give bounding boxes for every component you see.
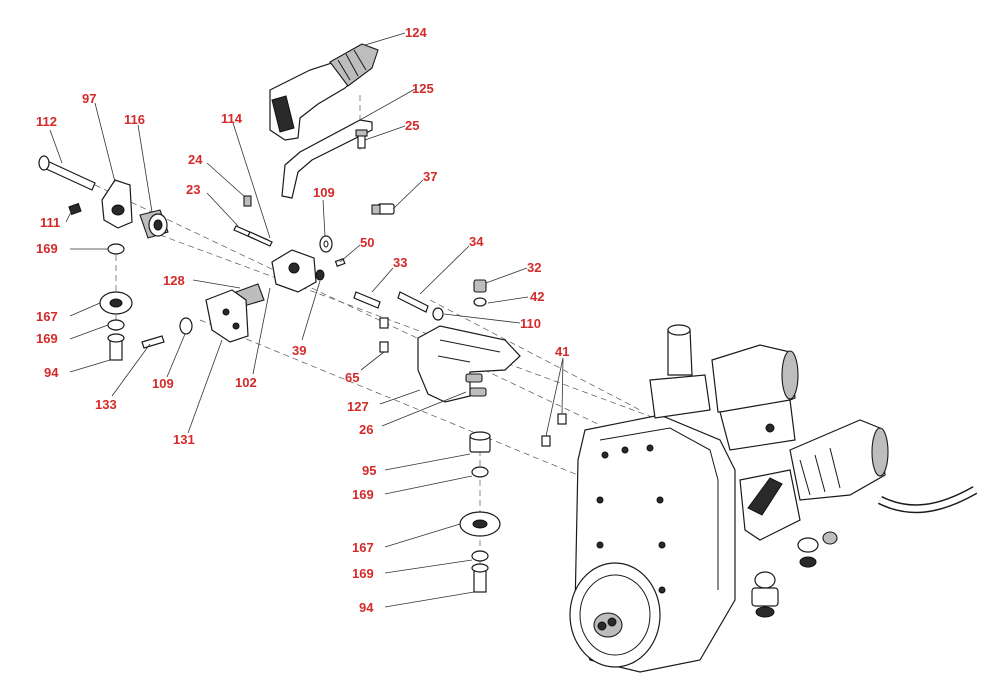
bolt-34-part xyxy=(397,291,429,313)
main-assembly xyxy=(569,324,978,673)
pin-50-part xyxy=(334,257,346,267)
handle-grip-part xyxy=(269,43,379,141)
bolt-37-part xyxy=(371,203,395,215)
callout-97: 97 xyxy=(82,91,96,106)
washer-42-part xyxy=(473,297,487,307)
callout-167-a: 167 xyxy=(36,309,58,324)
pin-112-part xyxy=(38,155,96,191)
callout-125: 125 xyxy=(412,81,434,96)
callout-109-lower: 109 xyxy=(152,376,174,391)
callout-127: 127 xyxy=(347,399,369,414)
assembly-axes xyxy=(94,95,661,590)
pins-41-part xyxy=(541,413,567,447)
washer-109-lower-part xyxy=(179,317,193,335)
callout-111: 111 xyxy=(40,215,60,230)
callout-169-d: 169 xyxy=(352,566,374,581)
leader-lines xyxy=(49,32,564,608)
callout-33: 33 xyxy=(393,255,407,270)
callout-133: 133 xyxy=(95,397,117,412)
bolt-33-part xyxy=(353,291,381,309)
washer-109-upper-part xyxy=(319,235,333,253)
bracket-131-part xyxy=(205,289,249,343)
callout-34: 34 xyxy=(469,234,484,249)
block-97-part xyxy=(101,179,133,229)
callout-42: 42 xyxy=(530,289,544,304)
callout-32: 32 xyxy=(527,260,541,275)
callout-26: 26 xyxy=(359,422,373,437)
pins-65-part xyxy=(379,317,389,353)
callout-labels: 124 125 25 97 112 116 114 24 23 109 37 1… xyxy=(36,25,569,615)
mount-plate-127-part xyxy=(417,325,521,403)
callout-169-c: 169 xyxy=(352,487,374,502)
callout-50: 50 xyxy=(360,235,374,250)
callout-169-b: 169 xyxy=(36,331,58,346)
callout-39: 39 xyxy=(292,343,306,358)
callout-128: 128 xyxy=(163,273,185,288)
washer-110-part xyxy=(432,307,444,321)
callout-116: 116 xyxy=(124,112,145,127)
callout-114: 114 xyxy=(221,111,243,126)
callout-95: 95 xyxy=(362,463,376,478)
callout-65: 65 xyxy=(345,370,359,385)
callout-124: 124 xyxy=(405,25,427,40)
callout-94-a: 94 xyxy=(44,365,59,380)
screw-25-part xyxy=(355,129,368,149)
callout-24: 24 xyxy=(188,152,203,167)
callout-169-a: 169 xyxy=(36,241,58,256)
callout-131: 131 xyxy=(173,432,195,447)
callout-23: 23 xyxy=(186,182,200,197)
set-screw-111-part xyxy=(68,202,82,216)
callout-94-b: 94 xyxy=(359,600,374,615)
body-102-part xyxy=(271,249,317,293)
callout-37: 37 xyxy=(423,169,437,184)
screw-24-part xyxy=(243,195,252,207)
roller-stack-left xyxy=(99,243,133,361)
nut-39-part xyxy=(315,269,325,281)
callout-25: 25 xyxy=(405,118,419,133)
roller-stack-right xyxy=(459,431,501,593)
callout-167-b: 167 xyxy=(352,540,374,555)
screw-133-part xyxy=(141,335,165,349)
handle-bracket-part xyxy=(281,119,373,199)
housing-bolts xyxy=(596,444,666,594)
callout-41: 41 xyxy=(555,344,569,359)
screws-26-part xyxy=(465,373,487,397)
screw-32-part xyxy=(473,279,487,293)
callout-110: 110 xyxy=(520,316,541,331)
bushing-116-part xyxy=(139,209,169,239)
callout-102: 102 xyxy=(235,375,257,390)
callout-109-upper: 109 xyxy=(313,185,335,200)
callout-112: 112 xyxy=(36,114,57,129)
pins-23-114-part xyxy=(233,225,273,247)
